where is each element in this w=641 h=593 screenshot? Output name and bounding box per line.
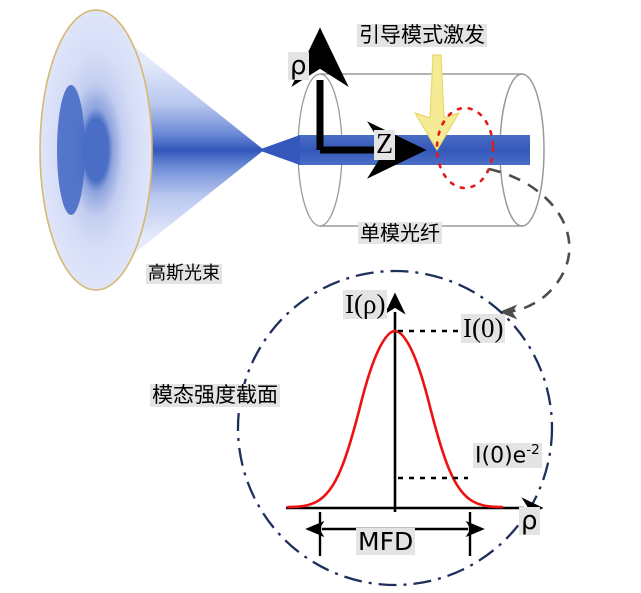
- label-mfd: MFD: [356, 527, 416, 556]
- label-peak-intensity: I(0): [461, 313, 506, 343]
- label-intensity-axis: I(ρ): [343, 289, 388, 319]
- beam-face-core: [57, 85, 85, 215]
- gaussian-beam-group: [39, 9, 264, 291]
- label-gaussian-beam: 高斯光束: [146, 263, 222, 284]
- fiber-axes-group: [291, 27, 427, 179]
- gaussian-intensity-curve: [286, 329, 504, 509]
- label-guided-mode-excitation: 引导模式激发: [357, 23, 487, 47]
- beam-face-ellipse: [39, 9, 153, 291]
- label-e2-intensity: I(0)e-2: [473, 442, 542, 469]
- label-e2-intensity-exponent: -2: [526, 442, 540, 458]
- magnifier-circle: [236, 269, 554, 587]
- probe-region-ellipse: [435, 106, 495, 190]
- zoom-callout-arrow: [488, 167, 571, 320]
- excitation-arrow: [414, 54, 460, 151]
- excitation-arrow-group: [414, 54, 460, 151]
- intensity-plot-group: [286, 292, 544, 556]
- fiber-cylinder-group: [258, 73, 545, 227]
- label-rho-axis-fiber: ρ: [288, 51, 309, 81]
- label-z-axis-fiber: Z: [374, 129, 396, 160]
- label-single-mode-fiber: 单模光纤: [358, 221, 442, 245]
- core-cone-joint: [258, 135, 300, 165]
- label-modal-intensity-cross-section: 模态强度截面: [150, 383, 280, 407]
- label-e2-intensity-base: I(0)e: [475, 443, 527, 469]
- label-rho-axis-plot: ρ: [519, 506, 540, 536]
